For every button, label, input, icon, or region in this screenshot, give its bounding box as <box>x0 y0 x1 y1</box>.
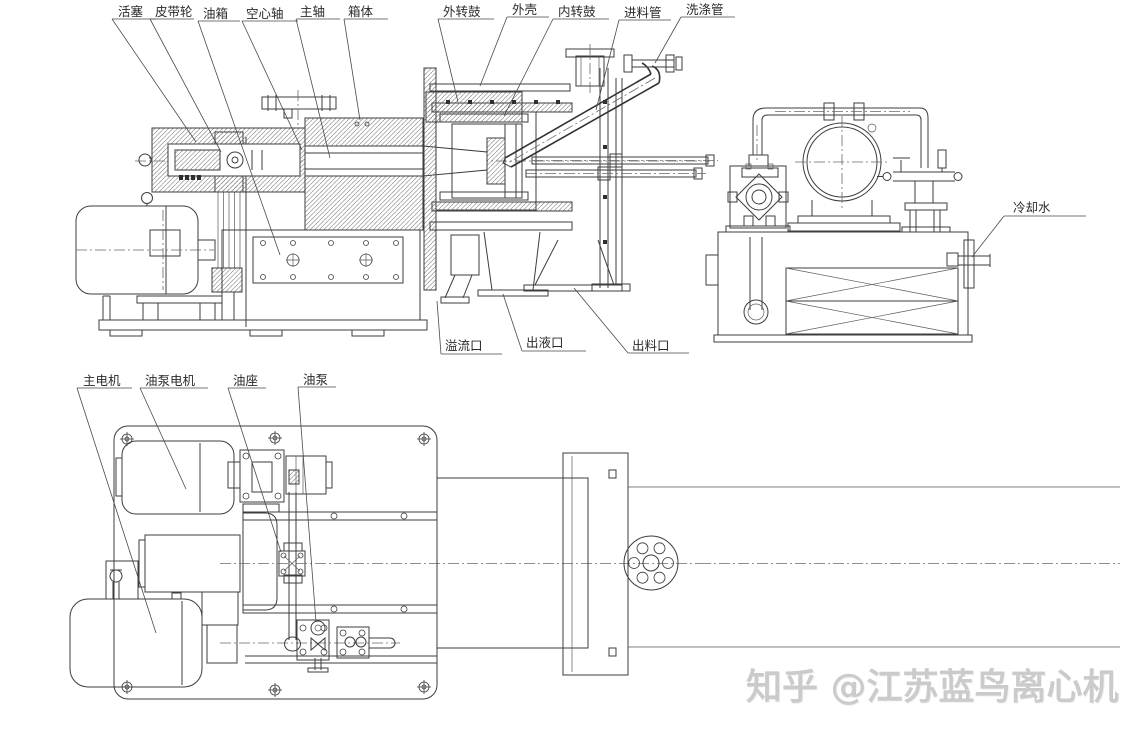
piston-cylinder <box>139 128 305 192</box>
zhihu-watermark: 知乎 @江苏蓝鸟离心机 <box>746 667 1119 708</box>
discharge-chutes <box>441 232 622 303</box>
casing-and-drums <box>424 68 630 291</box>
gear-housing <box>139 513 277 610</box>
main-motor <box>70 561 238 687</box>
label-discharge-port: 出料口 <box>632 338 670 353</box>
valve-group <box>877 150 962 232</box>
pusher-housing <box>243 513 277 610</box>
side-view-bottom-callouts: 溢流口 出液口 出料口 <box>437 288 689 354</box>
overflow-duct <box>451 235 479 275</box>
label-hollow-shaft: 空心轴 <box>246 6 284 21</box>
label-liquid-outlet: 出液口 <box>526 335 564 350</box>
end-view: 冷却水 <box>706 103 1086 342</box>
solids-chute <box>535 240 614 285</box>
feed-pipe <box>503 55 682 167</box>
hollow-shaft <box>305 153 423 169</box>
label-piston: 活塞 <box>118 4 144 19</box>
label-outer-drum: 外转鼓 <box>443 4 481 19</box>
label-main-shaft: 主轴 <box>300 4 325 19</box>
label-gearbox-housing: 箱体 <box>348 4 374 19</box>
oil-pump-drive <box>228 450 332 512</box>
motor-eyebolt <box>110 570 122 582</box>
thermometer <box>938 150 946 168</box>
plan-view: 主电机 油泵电机 油座 油泵 <box>70 372 1120 699</box>
label-feed-pipe: 进料管 <box>624 5 662 20</box>
label-cooling-water: 冷却水 <box>1013 200 1051 215</box>
label-main-motor: 主电机 <box>83 373 121 388</box>
cooling-water-outlet <box>947 240 990 288</box>
label-overflow-port: 溢流口 <box>445 338 483 353</box>
liquid-chute <box>484 232 540 290</box>
oil-tank-cover <box>253 237 403 283</box>
feed-and-wash-rods <box>526 154 718 180</box>
side-view-top-callouts: 活塞 皮带轮 油箱 空心轴 主轴 箱体 外转鼓 外壳 内转鼓 进料管 洗涤管 <box>112 2 735 255</box>
piston <box>175 150 220 170</box>
label-oil-tank: 油箱 <box>203 6 228 21</box>
oil-line-and-seat <box>279 492 305 651</box>
oil-pump-assembly <box>297 620 395 672</box>
base-frame <box>99 230 427 336</box>
plan-view-callouts: 主电机 油泵电机 油座 油泵 <box>77 372 336 633</box>
label-inner-drum: 内转鼓 <box>558 4 596 19</box>
inner-drum-wall <box>440 114 528 122</box>
end-flange <box>624 536 678 590</box>
water-tank <box>706 232 972 342</box>
base-rail <box>99 320 427 330</box>
casing-top-plate <box>430 84 570 91</box>
oil-tank <box>222 230 420 320</box>
washing-inlet-pipe <box>566 44 614 95</box>
frame-rails <box>220 512 700 663</box>
drum-end-circle <box>788 116 900 231</box>
label-washing-pipe: 洗涤管 <box>686 2 724 17</box>
cooling-water-callout: 冷却水 <box>972 200 1086 257</box>
drive-motor <box>76 193 222 321</box>
label-oil-pump: 油泵 <box>303 372 328 387</box>
label-belt-pulley: 皮带轮 <box>155 4 193 19</box>
side-section-view: 活塞 皮带轮 油箱 空心轴 主轴 箱体 外转鼓 外壳 内转鼓 进料管 洗涤管 溢… <box>76 2 735 354</box>
end-view-pump <box>726 164 790 232</box>
label-oil-pump-motor: 油泵电机 <box>145 373 196 388</box>
oil-pump-motor <box>116 441 234 514</box>
plan-casing <box>437 453 1120 675</box>
label-oil-seat: 油座 <box>233 373 258 388</box>
valve-handle <box>893 158 910 172</box>
lifting-eyebolt <box>142 193 153 204</box>
outer-drum-wall <box>432 103 572 112</box>
overhead-piping <box>749 103 928 168</box>
label-outer-casing: 外壳 <box>512 2 537 17</box>
base-plate <box>114 426 437 699</box>
oil-valve <box>311 638 325 650</box>
oil-pipe-flange <box>262 97 336 109</box>
casing-front-flange <box>424 68 436 290</box>
